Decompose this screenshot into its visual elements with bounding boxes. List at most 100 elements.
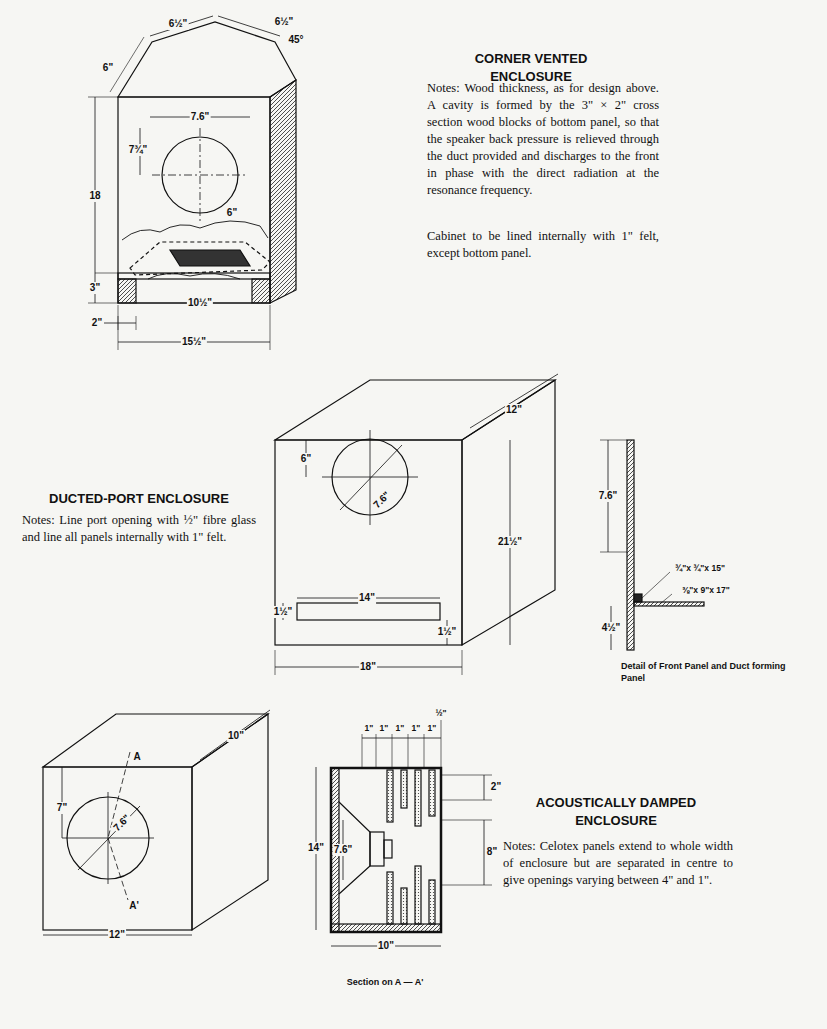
drawing-line (370, 832, 384, 866)
drawing-line (484, 820, 485, 885)
notes: Notes: Line port opening with ½" fibre g… (22, 512, 256, 546)
dimension: 1" (379, 722, 390, 734)
drawing-line (376, 734, 377, 768)
drawing-line (600, 440, 627, 441)
drawing-line (150, 16, 213, 36)
dimension: 14" (358, 592, 376, 604)
dimension: 7" (56, 802, 68, 814)
drawing-line (429, 770, 435, 816)
dimension: ½" (434, 707, 447, 719)
angle: 45° (287, 34, 304, 46)
drawing-line (441, 885, 492, 886)
drawing-line (192, 714, 268, 930)
section-caption: Section on A — A' (330, 976, 440, 988)
drawing-line (104, 323, 136, 324)
drawing-line (424, 734, 425, 768)
part-size: ⅜"x 9"x 17" (681, 584, 731, 596)
dimension: 10½" (187, 297, 213, 309)
drawing-line (152, 175, 248, 176)
drawing-line (401, 888, 407, 924)
dimension: 2" (490, 781, 502, 793)
section-mark: A (132, 751, 141, 763)
drawing-line (362, 734, 363, 768)
drawing-line (270, 305, 271, 350)
drawing-line (462, 380, 555, 645)
drawing-line (441, 820, 492, 821)
dimension: 1" (427, 722, 438, 734)
dimension: 7¾" (128, 144, 149, 156)
dimension: 1" (364, 722, 375, 734)
dimension: 12" (108, 929, 126, 941)
part-size: ¾"x ¾"x 15" (674, 562, 726, 574)
drawing-line (627, 440, 634, 650)
drawing-line (252, 279, 270, 303)
drawing-line (642, 572, 670, 598)
drawing-line (78, 806, 140, 870)
drawing-line (118, 22, 296, 97)
dimension: 1" (395, 722, 406, 734)
drawing-line (415, 866, 421, 924)
drawing-line (200, 710, 270, 760)
dimension: 8" (486, 846, 498, 858)
drawing-line (415, 770, 421, 826)
dimension: 18" (359, 661, 377, 673)
drawing-line (122, 221, 268, 240)
drawing-line (95, 273, 118, 274)
dimension: 15½" (181, 336, 207, 348)
dimension: 10" (377, 940, 395, 952)
drawing-line (275, 440, 462, 645)
corner-vented-enclosure (88, 16, 296, 350)
drawing-line (384, 840, 392, 858)
drawing-line (43, 714, 268, 767)
drawing-line (392, 734, 393, 768)
drawing-line (401, 770, 407, 808)
dimension: 10" (227, 730, 245, 742)
drawing-line (270, 80, 296, 303)
drawing-line (441, 720, 442, 768)
drawing-line (275, 650, 276, 675)
drawing-line (634, 594, 642, 602)
drawing-line (484, 775, 485, 800)
drawing-line (387, 872, 393, 924)
drawing-line (634, 602, 704, 606)
heading: ACOUSTICALLY DAMPED ENCLOSURE (531, 794, 701, 830)
section-mark: A' (128, 900, 140, 912)
dimension: 21½" (497, 536, 523, 548)
drawing-line (470, 374, 558, 428)
dimension: 4½" (601, 622, 622, 634)
drawing-line (387, 770, 393, 822)
drawing-line (362, 738, 441, 739)
drawing-line (118, 97, 270, 303)
drawing-line (331, 924, 441, 932)
dimension: 12" (505, 404, 523, 416)
notes: Notes: Wood thickness, as for design abo… (427, 80, 659, 199)
dimension: 1½" (273, 606, 294, 618)
heading: CORNER VENTED ENCLOSURE (436, 50, 626, 86)
dimension: 14" (307, 842, 325, 854)
dimension: 1" (411, 722, 422, 734)
dimension: 6" (226, 207, 238, 219)
dimension: 7.6" (598, 490, 619, 502)
dimension: 18 (88, 190, 101, 202)
drawing-line (331, 768, 441, 932)
drawing-line (218, 16, 280, 36)
ducted-port-enclosure (275, 374, 704, 675)
dimension: 6½" (274, 16, 295, 28)
dimension: 3" (89, 282, 101, 294)
dimension: 6" (102, 62, 114, 74)
drawing-line (660, 594, 672, 604)
drawing-line (370, 430, 371, 525)
dimension: 1½" (437, 626, 458, 638)
drawing-line (118, 279, 136, 303)
drawing-line (88, 97, 118, 98)
drawing-line (322, 477, 418, 478)
drawing-line (43, 767, 192, 930)
dimension: 6½" (168, 18, 189, 30)
drawing-line (88, 303, 118, 304)
drawing-line (429, 880, 435, 924)
drawing-line (130, 242, 270, 275)
drawing-line (441, 775, 492, 776)
dimension: 2" (91, 317, 103, 329)
detail-caption: Detail of Front Panel and Duct forming P… (621, 660, 791, 684)
drawing-line (148, 274, 240, 279)
